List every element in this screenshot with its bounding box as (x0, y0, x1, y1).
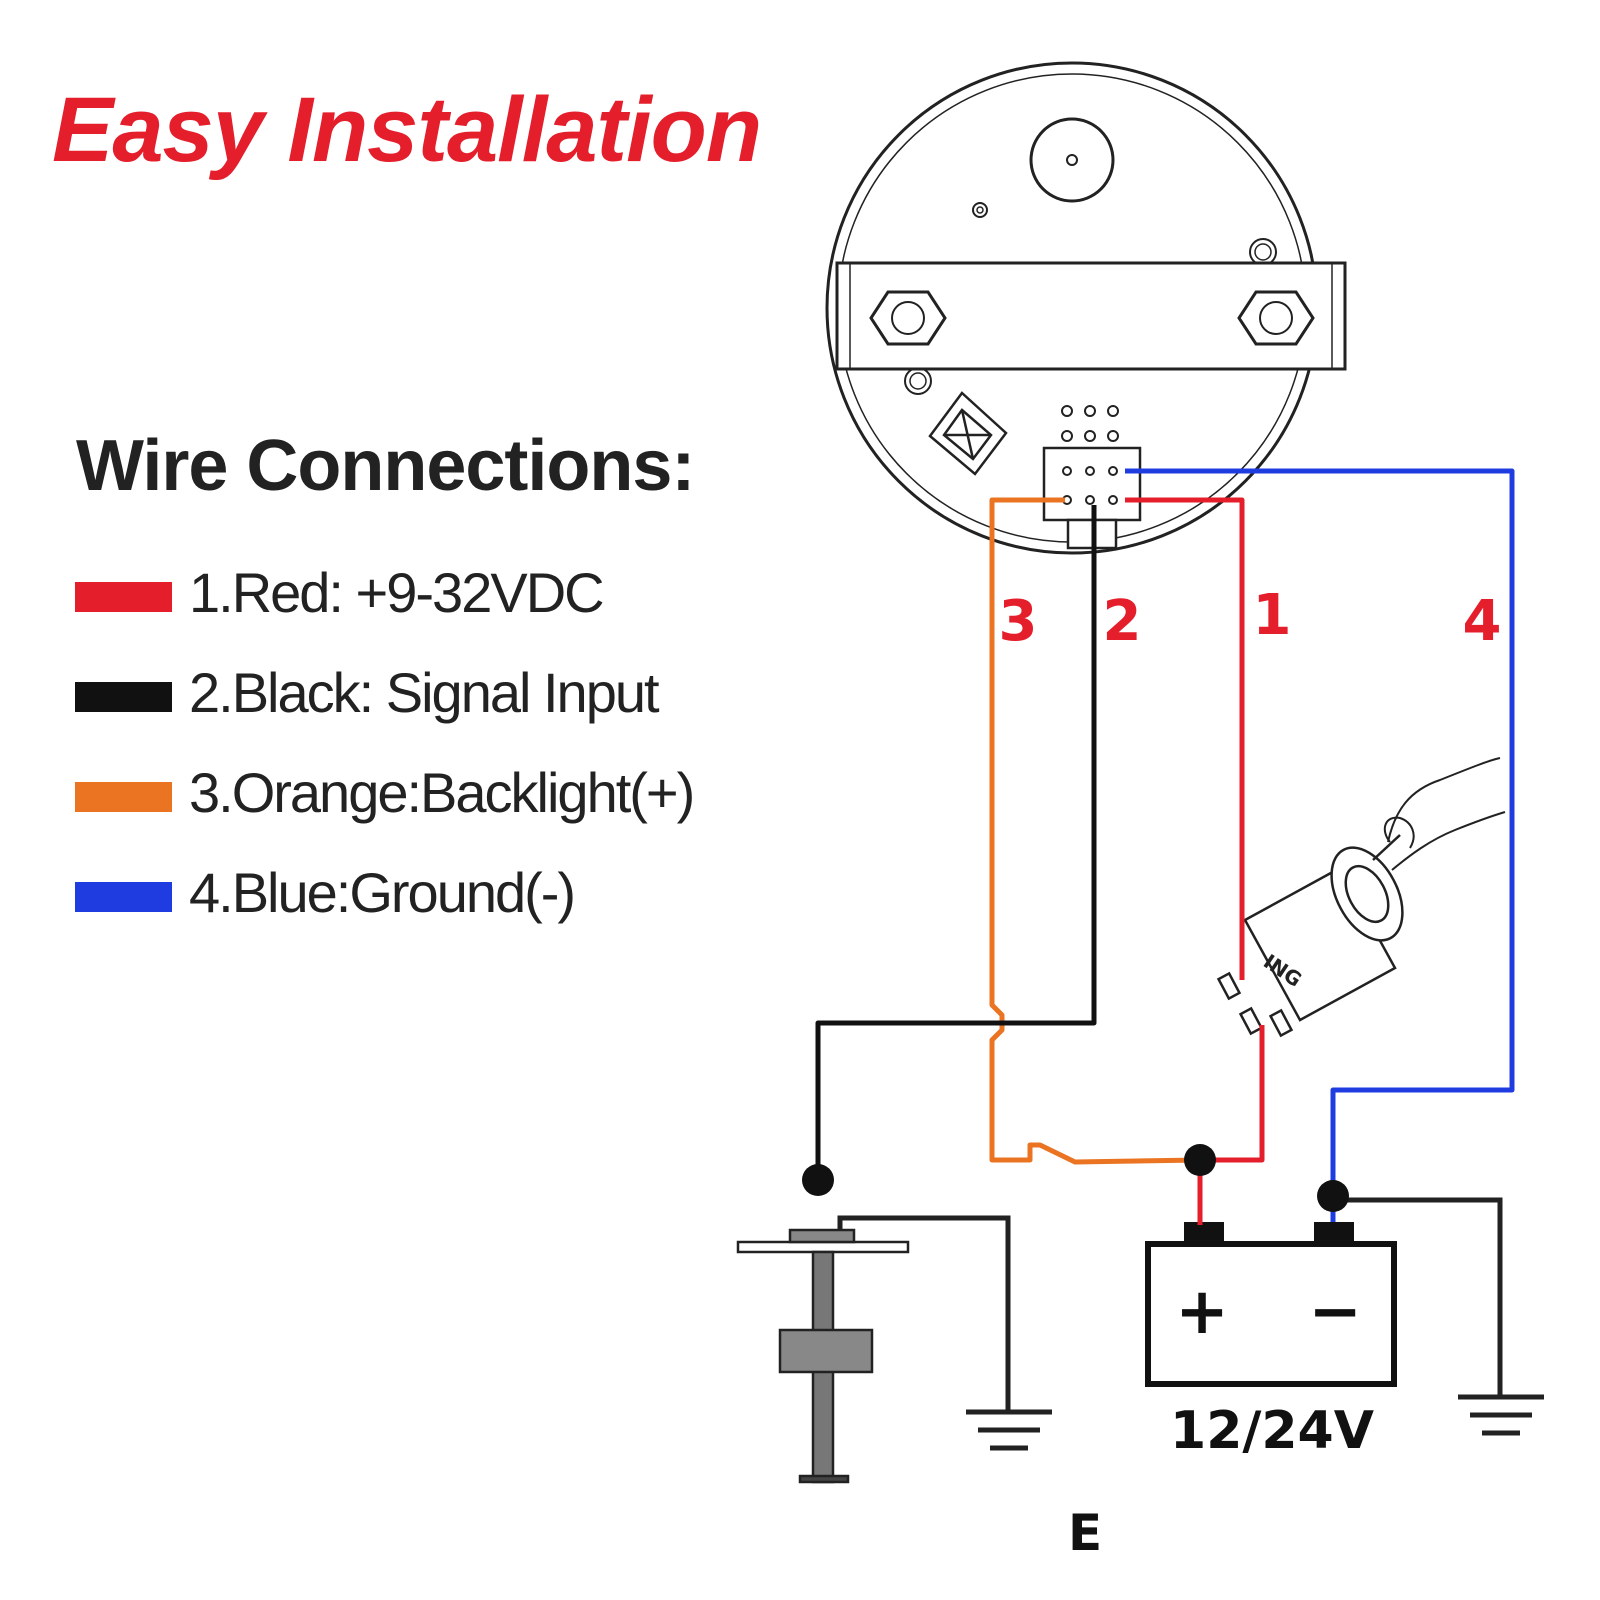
tank-sender-icon (736, 1228, 910, 1484)
junction-dot-negative (1317, 1180, 1349, 1212)
wire-number-4: 4 (1463, 589, 1502, 654)
blue-swatch (75, 882, 172, 912)
wire-black (815, 505, 1097, 1180)
orange-swatch (75, 782, 172, 812)
junction-dot-sender (802, 1164, 834, 1196)
ground-symbol-right (1458, 1394, 1544, 1436)
wire-red-battery (1197, 1025, 1265, 1225)
battery-plus-label: + (1175, 1275, 1229, 1349)
wire-blue (1125, 468, 1515, 1222)
ground-leads (837, 1197, 1503, 1412)
gauge-connector (1042, 405, 1142, 550)
legend-label-red: 1.Red: +9-32VDC (189, 561, 605, 624)
legend-label-black: 2.Black: Signal Input (189, 661, 660, 724)
ignition-switch-icon (1216, 757, 1506, 1038)
ground-symbol-left (966, 1409, 1052, 1451)
mounting-bracket (835, 261, 1347, 371)
wire-number-3: 3 (999, 589, 1038, 654)
legend-label-blue: 4.Blue:Ground(-) (189, 861, 576, 924)
battery-voltage-label: 12/24V (1170, 1401, 1374, 1461)
sender-label: E (1068, 1504, 1102, 1562)
wire-red (1125, 497, 1245, 980)
battery-icon (1145, 1222, 1397, 1387)
battery-minus-label: − (1308, 1275, 1362, 1349)
junction-dot-positive (1184, 1144, 1216, 1176)
black-swatch (75, 682, 172, 712)
wire-number-2: 2 (1103, 589, 1142, 654)
wire-number-1: 1 (1253, 583, 1292, 648)
wire-connections-heading: Wire Connections: (76, 426, 695, 506)
red-swatch (75, 582, 172, 612)
bulb-socket-icon (928, 391, 1008, 476)
wire-orange (989, 497, 1201, 1165)
legend-label-orange: 3.Orange:Backlight(+) (189, 761, 695, 824)
page-title: Easy Installation (52, 79, 762, 181)
